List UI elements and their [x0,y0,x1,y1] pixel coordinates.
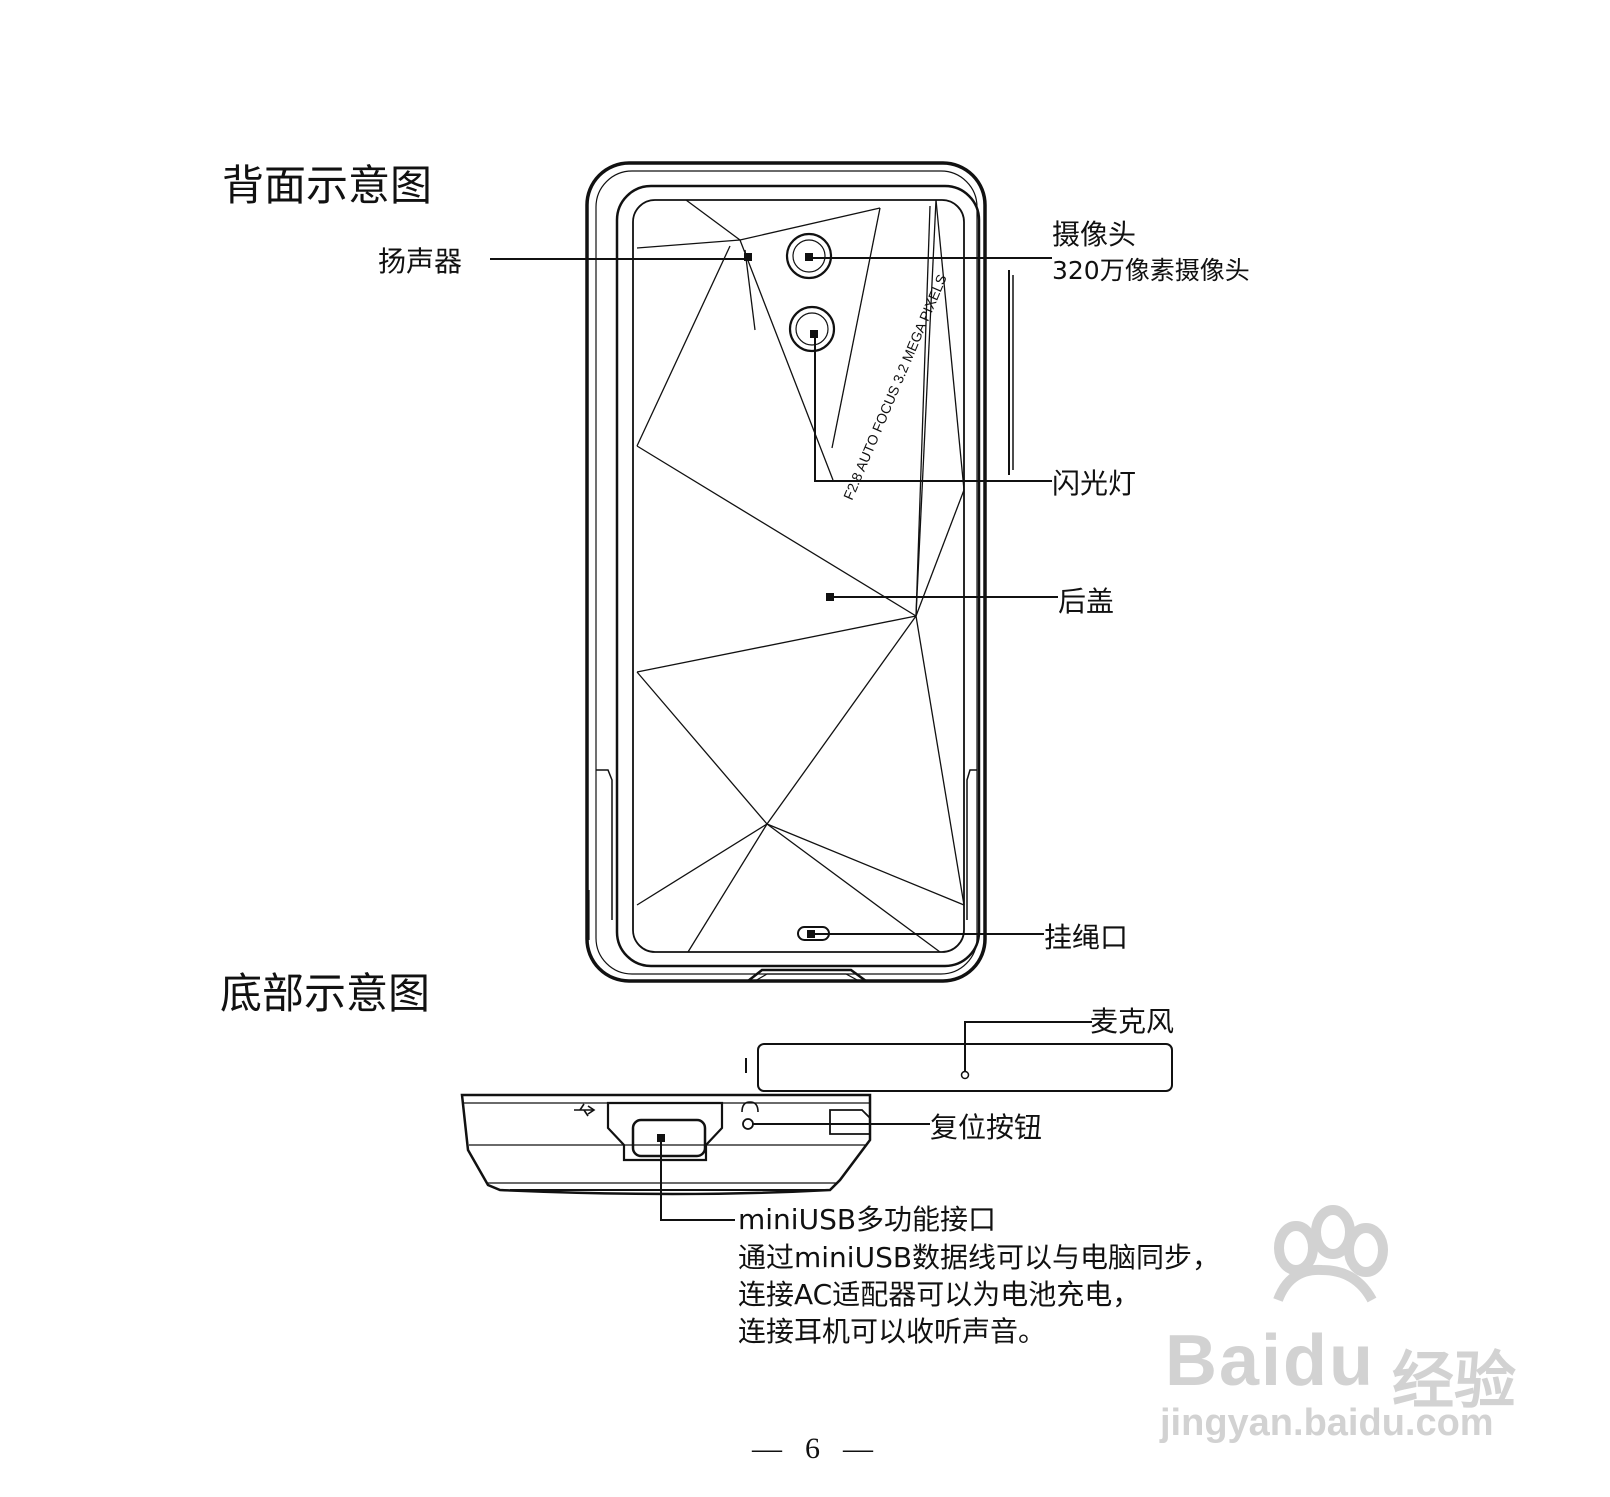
bottom-callout-leaders [660,1123,930,1221]
back-callout-leaders [490,257,1058,935]
back-view-title: 背面示意图 [222,161,433,210]
reset-button-label: 复位按钮 [930,1111,1043,1144]
headphone-symbol-icon [741,1101,759,1113]
bottom-view-title: 底部示意图 [220,969,431,1018]
usb-desc-line-2: 连接AC适配器可以为电池充电， [738,1278,1141,1311]
baidu-paw-icon [1273,1205,1388,1303]
usb-symbol-icon [574,1103,596,1117]
phone-print-text: F2.8 AUTO FOCUS 3.2 MEGA PIXELS [840,272,950,502]
flash-label: 闪光灯 [1052,467,1137,500]
phone-top-edge-view [745,1043,1173,1092]
usb-desc-line-1: 通过miniUSB数据线可以与电脑同步， [738,1241,1221,1274]
page-number-dash-right: — [843,1432,873,1465]
speaker-label: 扬声器 [378,245,463,278]
phone-back-view [585,161,1014,983]
watermark-brand-cn: 经验 [1392,1347,1517,1416]
camera-lens-icon [785,232,833,280]
back-cover-label: 后盖 [1058,585,1115,618]
camera-detail-label: 320万像素摄像头 [1052,256,1250,285]
phone-bottom-edge-view [460,1093,872,1196]
usb-port-label: miniUSB多功能接口 [738,1203,997,1236]
watermark-url: jingyan.baidu.com [1160,1402,1494,1444]
page-number-dash-left: — [752,1432,782,1465]
flash-icon [788,305,836,353]
camera-label: 摄像头 [1052,218,1137,251]
callout-dots [744,253,834,938]
watermark-brand-latin: Baidu [1165,1321,1376,1401]
usb-port-icon [606,1101,724,1162]
usb-desc-line-3: 连接耳机可以收听声音。 [738,1315,1047,1348]
microphone-label: 麦克风 [1090,1005,1175,1038]
page-number: 6 [805,1432,820,1465]
reset-button-icon [742,1118,754,1130]
lanyard-hole-label: 挂绳口 [1044,921,1129,954]
